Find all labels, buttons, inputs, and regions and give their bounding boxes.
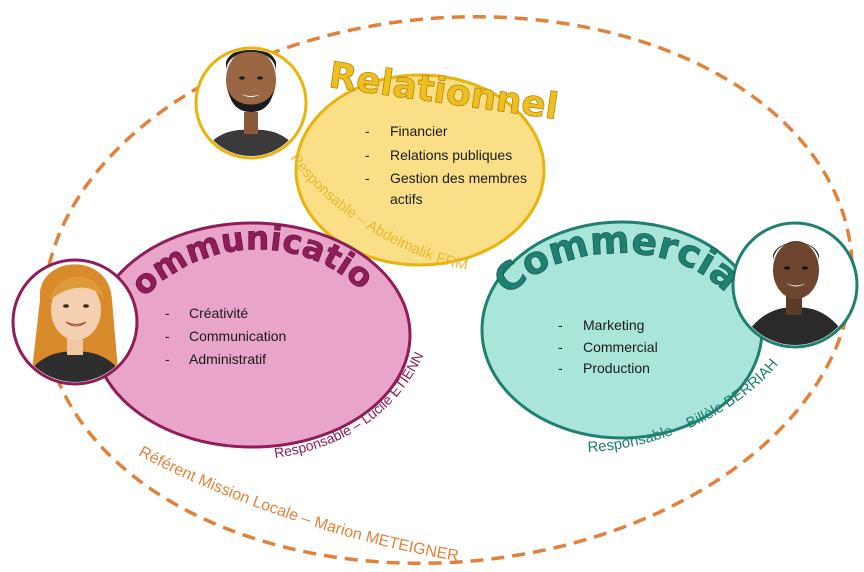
commercial-item: Marketing — [583, 317, 644, 333]
commercial-item-list: - Marketing - Commercial - Production — [558, 317, 658, 376]
bullet: - — [165, 305, 170, 321]
relationnel-item: Financier — [390, 123, 448, 139]
relationnel-item: Relations publiques — [390, 147, 512, 163]
avatar-abdelmalik — [194, 46, 308, 160]
relationnel-item: actifs — [390, 191, 423, 207]
communication-item: Communication — [189, 328, 286, 344]
bullet: - — [365, 147, 370, 163]
bullet: - — [365, 123, 370, 139]
referent-label-path: Référent Mission Locale – Marion METEIGN… — [136, 443, 460, 564]
bullet: - — [558, 317, 563, 333]
bullet: - — [165, 328, 170, 344]
avatar-lucile — [11, 258, 139, 386]
commercial-item: Production — [583, 360, 650, 376]
bullet: - — [558, 339, 563, 355]
referent-label: Référent Mission Locale – Marion METEIGN… — [136, 443, 460, 564]
bullet: - — [165, 351, 170, 367]
relationnel-ellipse — [294, 73, 546, 267]
bullet: - — [558, 360, 563, 376]
communication-item: Créativité — [189, 305, 248, 321]
bullet: - — [365, 170, 370, 186]
commercial-item: Commercial — [583, 339, 658, 355]
communication-item: Administratif — [189, 351, 266, 367]
communication-item-list: - Créativité - Communication - Administr… — [165, 305, 286, 367]
relationnel-item: Gestion des membres — [390, 170, 527, 186]
relationnel-item-list: - Financier - Relations publiques - Gest… — [365, 123, 527, 207]
